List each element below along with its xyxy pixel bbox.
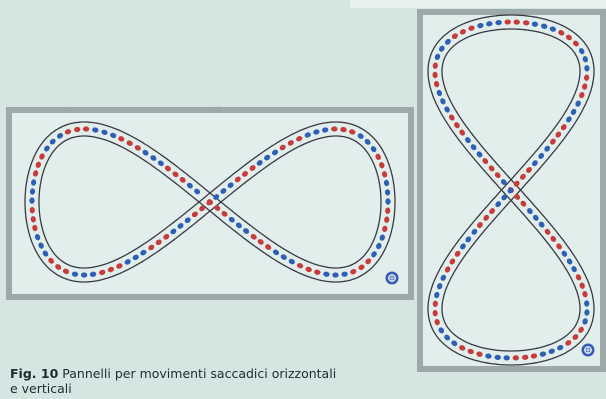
- vertical-figure-eight-panel: [420, 12, 603, 369]
- horizontal-logo-icon: [386, 272, 399, 285]
- vertical-logo-icon: [582, 344, 595, 357]
- figure-caption-text: Pannelli per movimenti saccadici orizzon…: [10, 366, 336, 396]
- horizontal-track-dot: [385, 198, 390, 204]
- horizontal-infinity-panel: [9, 110, 411, 297]
- figure-caption: Fig. 10 Pannelli per movimenti saccadici…: [10, 366, 340, 396]
- horizontal-track-dot: [81, 272, 87, 277]
- top-strip: [350, 0, 606, 8]
- horizontal-track-dot: [332, 272, 338, 277]
- figure-caption-label: Fig. 10: [10, 366, 58, 381]
